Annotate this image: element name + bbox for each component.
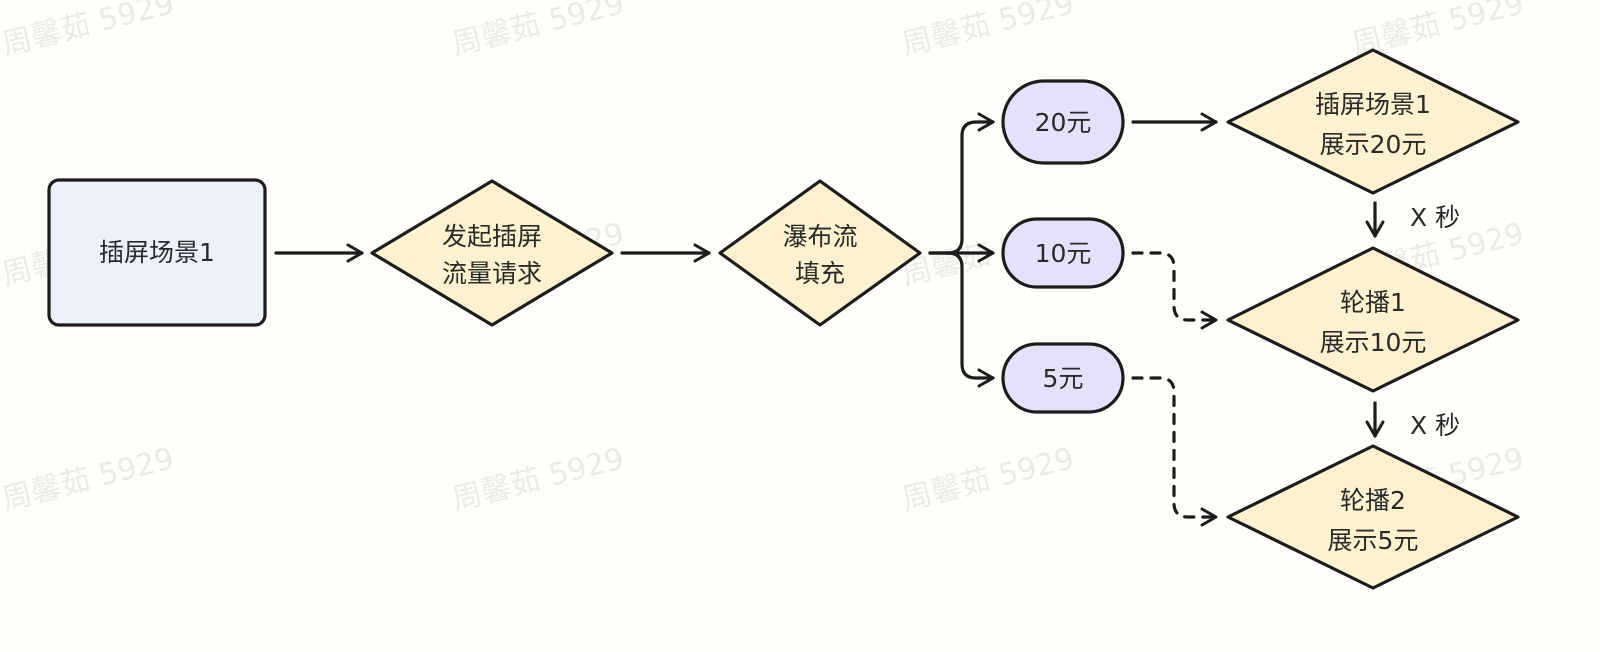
node-request: 发起插屏 流量请求 (370, 179, 614, 327)
node-carousel1-line1: 轮播1 (1340, 288, 1406, 317)
node-start: 插屏场景1 (47, 178, 267, 327)
node-waterfall-line1: 瀑布流 (782, 222, 857, 251)
decision-diamond (1226, 444, 1520, 590)
watermark-text: 周馨茹 5929 (448, 441, 627, 518)
decision-diamond (1226, 246, 1520, 393)
decision-diamond (1226, 48, 1520, 195)
node-price20: 20元 (1001, 79, 1125, 165)
node-price5: 5元 (1001, 342, 1125, 414)
node-price10: 10元 (1001, 217, 1125, 289)
edge-label-delay2: X 秒 (1410, 411, 1460, 440)
decision-diamond (370, 179, 614, 327)
watermark-text: 周馨茹 5929 (448, 0, 627, 63)
process-box (47, 178, 267, 327)
node-request-line1: 发起插屏 (442, 222, 542, 251)
watermark-text: 周馨茹 5929 (0, 0, 178, 63)
decision-diamond (718, 179, 922, 327)
edge-waterfall-to-price5 (946, 251, 995, 388)
node-carousel1-line2: 展示10元 (1320, 328, 1427, 357)
node-waterfall-line2: 填充 (795, 259, 845, 288)
price-pill (1001, 217, 1125, 289)
node-show20-line1: 插屏场景1 (1315, 90, 1431, 119)
node-carousel2: 轮播2 展示5元 (1226, 444, 1520, 590)
node-show20: 插屏场景1 展示20元 (1226, 48, 1520, 195)
node-waterfall: 瀑布流 填充 (718, 179, 922, 327)
node-price20-label: 20元 (1035, 108, 1092, 137)
watermark-text: 周馨茹 5929 (898, 0, 1077, 63)
node-show20-line2: 展示20元 (1320, 130, 1427, 159)
edge-label-delay1: X 秒 (1410, 203, 1460, 232)
edge-waterfall-to-price20 (928, 112, 995, 255)
watermark-text: 周馨茹 5929 (0, 441, 178, 518)
node-price10-label: 10元 (1035, 239, 1092, 268)
edges (274, 112, 1385, 527)
edge-price10-to-carousel1 (1131, 251, 1218, 330)
watermark-text: 周馨茹 5929 (898, 441, 1077, 518)
price-pill (1001, 342, 1125, 414)
price-pill (1001, 79, 1125, 165)
node-request-line2: 流量请求 (442, 259, 542, 288)
node-carousel2-line1: 轮播2 (1340, 486, 1406, 515)
node-carousel2-line2: 展示5元 (1328, 526, 1419, 555)
node-price5-label: 5元 (1043, 364, 1084, 393)
node-carousel1: 轮播1 展示10元 (1226, 246, 1520, 393)
edge-price5-to-carousel2 (1131, 376, 1218, 527)
node-start-label: 插屏场景1 (99, 238, 215, 267)
